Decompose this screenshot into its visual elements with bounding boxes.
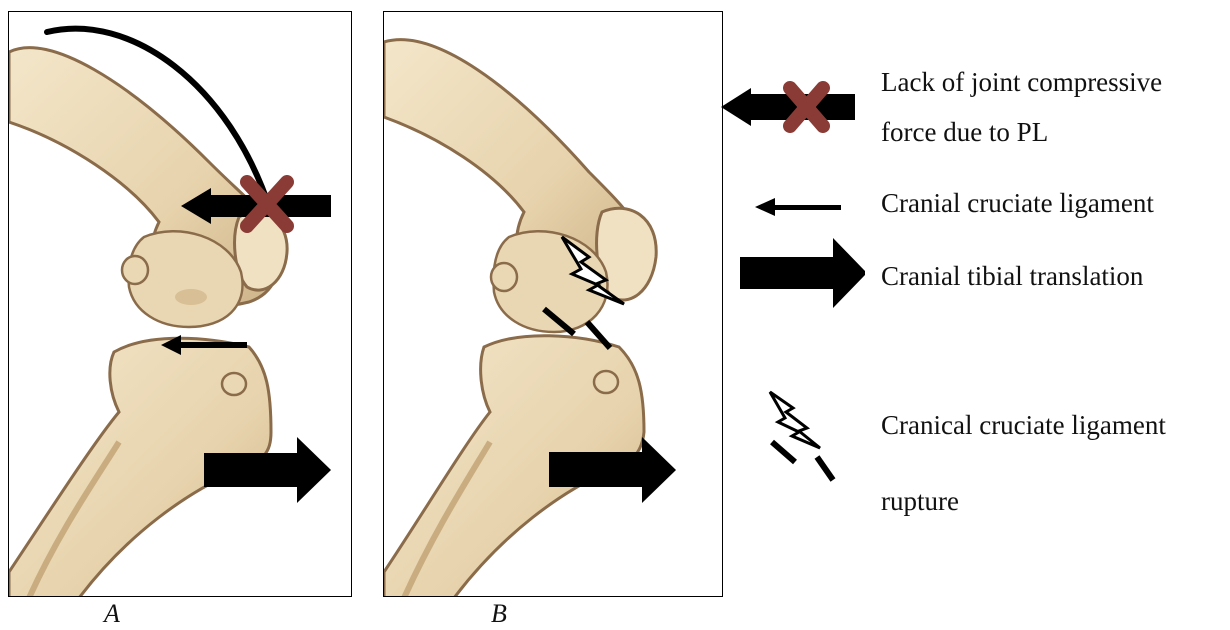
legend-tibial-translation: Cranial tibial translation	[881, 256, 1143, 296]
legend-ccl: Cranial cruciate ligament	[881, 183, 1154, 223]
legend-rupture-line1: Cranical cruciate ligament	[881, 405, 1166, 445]
legend-compressive-force-symbol	[721, 88, 855, 126]
tibial-tuberosity	[594, 371, 618, 393]
panel-b	[383, 11, 723, 597]
panel-a	[8, 11, 352, 597]
legend-ccl-symbol	[755, 198, 841, 216]
legend-compressive-force-line2: force due to PL	[881, 112, 1048, 152]
legend-rupture-line2: rupture	[881, 481, 959, 521]
condyle-shading	[175, 289, 207, 305]
legend-tibial-translation-symbol	[740, 238, 865, 308]
fabella	[491, 263, 517, 291]
knee-illustration-b	[384, 12, 723, 597]
tibial-tuberosity	[222, 373, 246, 395]
panel-label-b: B	[491, 599, 507, 629]
legend-rupture-symbol	[770, 392, 833, 480]
legend-compressive-force-line1: Lack of joint compressive	[881, 62, 1162, 102]
lightning-icon	[770, 392, 820, 448]
knee-illustration-a	[9, 12, 352, 597]
fabella	[122, 256, 148, 284]
panel-label-a: A	[104, 599, 120, 629]
legend-symbols	[715, 70, 865, 500]
